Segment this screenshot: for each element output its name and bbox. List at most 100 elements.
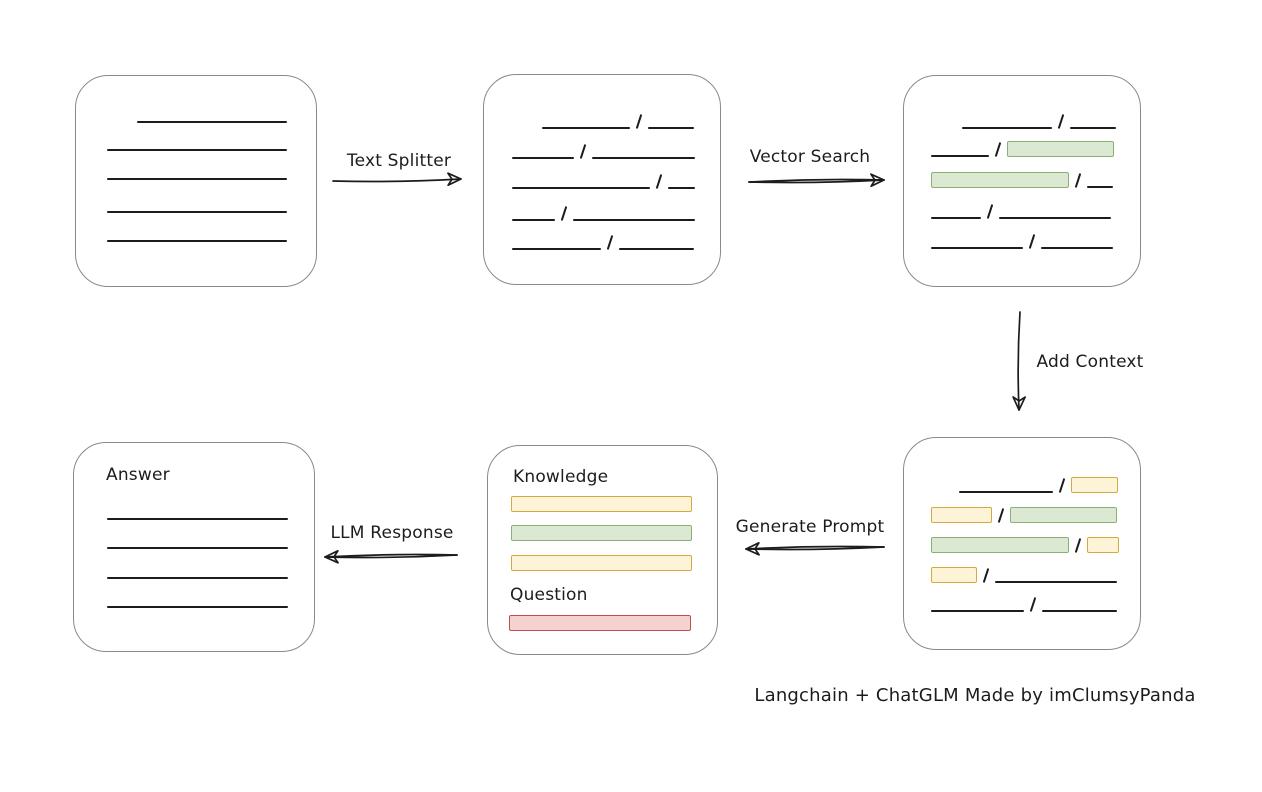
content-row (931, 140, 1114, 157)
chunk-separator-slash (997, 508, 1005, 523)
chunk-separator-slash (579, 144, 587, 159)
text-line (107, 240, 287, 242)
yellow-highlight-chunk (1071, 477, 1118, 493)
content-row (511, 524, 692, 541)
green-highlight-chunk (931, 537, 1069, 553)
content-row (931, 566, 1117, 583)
green-highlight-chunk (931, 172, 1069, 188)
content-row (107, 196, 287, 213)
add-context-label: Add Context (1036, 352, 1144, 372)
content-row (959, 476, 1118, 493)
content-row (931, 232, 1113, 249)
text-line (999, 217, 1111, 219)
content-row (512, 172, 695, 189)
question-label: Question (510, 585, 588, 605)
content-row (512, 204, 695, 221)
text-line (959, 491, 1053, 493)
text-splitter-label: Text Splitter (346, 151, 452, 171)
document-box (75, 75, 317, 287)
chunk-separator-slash (1074, 173, 1082, 188)
text-line (995, 581, 1117, 583)
text-splitter-arrow (332, 172, 462, 187)
answer-label: Answer (106, 465, 170, 485)
text-line (512, 219, 555, 221)
content-row (512, 233, 694, 250)
green-highlight-chunk (511, 525, 692, 541)
chunk-separator-slash (1074, 538, 1082, 553)
generate-prompt-arrow (745, 541, 885, 556)
content-row (107, 503, 288, 520)
content-row (931, 536, 1119, 553)
content-row (512, 142, 695, 159)
text-line (107, 577, 288, 579)
text-line (107, 518, 288, 520)
chunk-separator-slash (1057, 114, 1065, 129)
split-text-box (483, 74, 721, 285)
text-line (542, 127, 630, 129)
text-line (512, 157, 574, 159)
chunk-separator-slash (1058, 478, 1066, 493)
vector-search-box (903, 75, 1141, 287)
llm-response-arrow (324, 549, 458, 564)
content-row (509, 614, 691, 631)
diagram-caption: Langchain + ChatGLM Made by imClumsyPand… (754, 685, 1196, 706)
text-line (962, 127, 1052, 129)
text-line (1041, 247, 1113, 249)
text-line (648, 127, 694, 129)
text-line (1087, 186, 1113, 188)
text-line (107, 149, 287, 151)
chunk-separator-slash (635, 114, 643, 129)
chunk-separator-slash (994, 142, 1002, 157)
content-row: Knowledge (513, 467, 609, 487)
content-row (107, 163, 287, 180)
text-line (619, 248, 694, 250)
chunk-separator-slash (560, 206, 568, 221)
text-line (931, 155, 989, 157)
text-line (931, 610, 1024, 612)
content-row (542, 112, 694, 129)
add-context-arrow (1012, 311, 1026, 411)
yellow-highlight-chunk (511, 555, 692, 571)
content-row (931, 202, 1111, 219)
chunk-separator-slash (986, 204, 994, 219)
content-row (931, 595, 1117, 612)
content-row (931, 506, 1117, 523)
yellow-highlight-chunk (511, 496, 692, 512)
chunk-separator-slash (1028, 234, 1036, 249)
text-line (931, 247, 1023, 249)
text-line (668, 187, 695, 189)
answer-box: Answer (73, 442, 315, 652)
knowledge-label: Knowledge (513, 467, 609, 487)
content-row (931, 171, 1113, 188)
content-row (107, 134, 287, 151)
llm-response-label: LLM Response (330, 523, 454, 543)
content-row (511, 554, 692, 571)
content-row (511, 495, 692, 512)
text-line (107, 606, 288, 608)
content-row (137, 106, 287, 123)
text-line (1042, 610, 1117, 612)
text-line (107, 178, 287, 180)
text-line (1070, 127, 1116, 129)
green-highlight-chunk (1010, 507, 1117, 523)
chunk-separator-slash (655, 174, 663, 189)
content-row (107, 225, 287, 242)
chunk-separator-slash (606, 235, 614, 250)
red-highlight-chunk (509, 615, 691, 631)
content-row: Answer (106, 465, 170, 485)
text-line (512, 187, 650, 189)
yellow-highlight-chunk (931, 567, 977, 583)
green-highlight-chunk (1007, 141, 1114, 157)
content-row (962, 112, 1116, 129)
context-box (903, 437, 1141, 650)
text-line (137, 121, 287, 123)
vector-search-label: Vector Search (749, 147, 871, 167)
generate-prompt-label: Generate Prompt (735, 517, 885, 537)
yellow-highlight-chunk (931, 507, 992, 523)
text-line (107, 547, 288, 549)
chunk-separator-slash (982, 568, 990, 583)
text-line (592, 157, 695, 159)
content-row (107, 591, 288, 608)
content-row (107, 532, 288, 549)
